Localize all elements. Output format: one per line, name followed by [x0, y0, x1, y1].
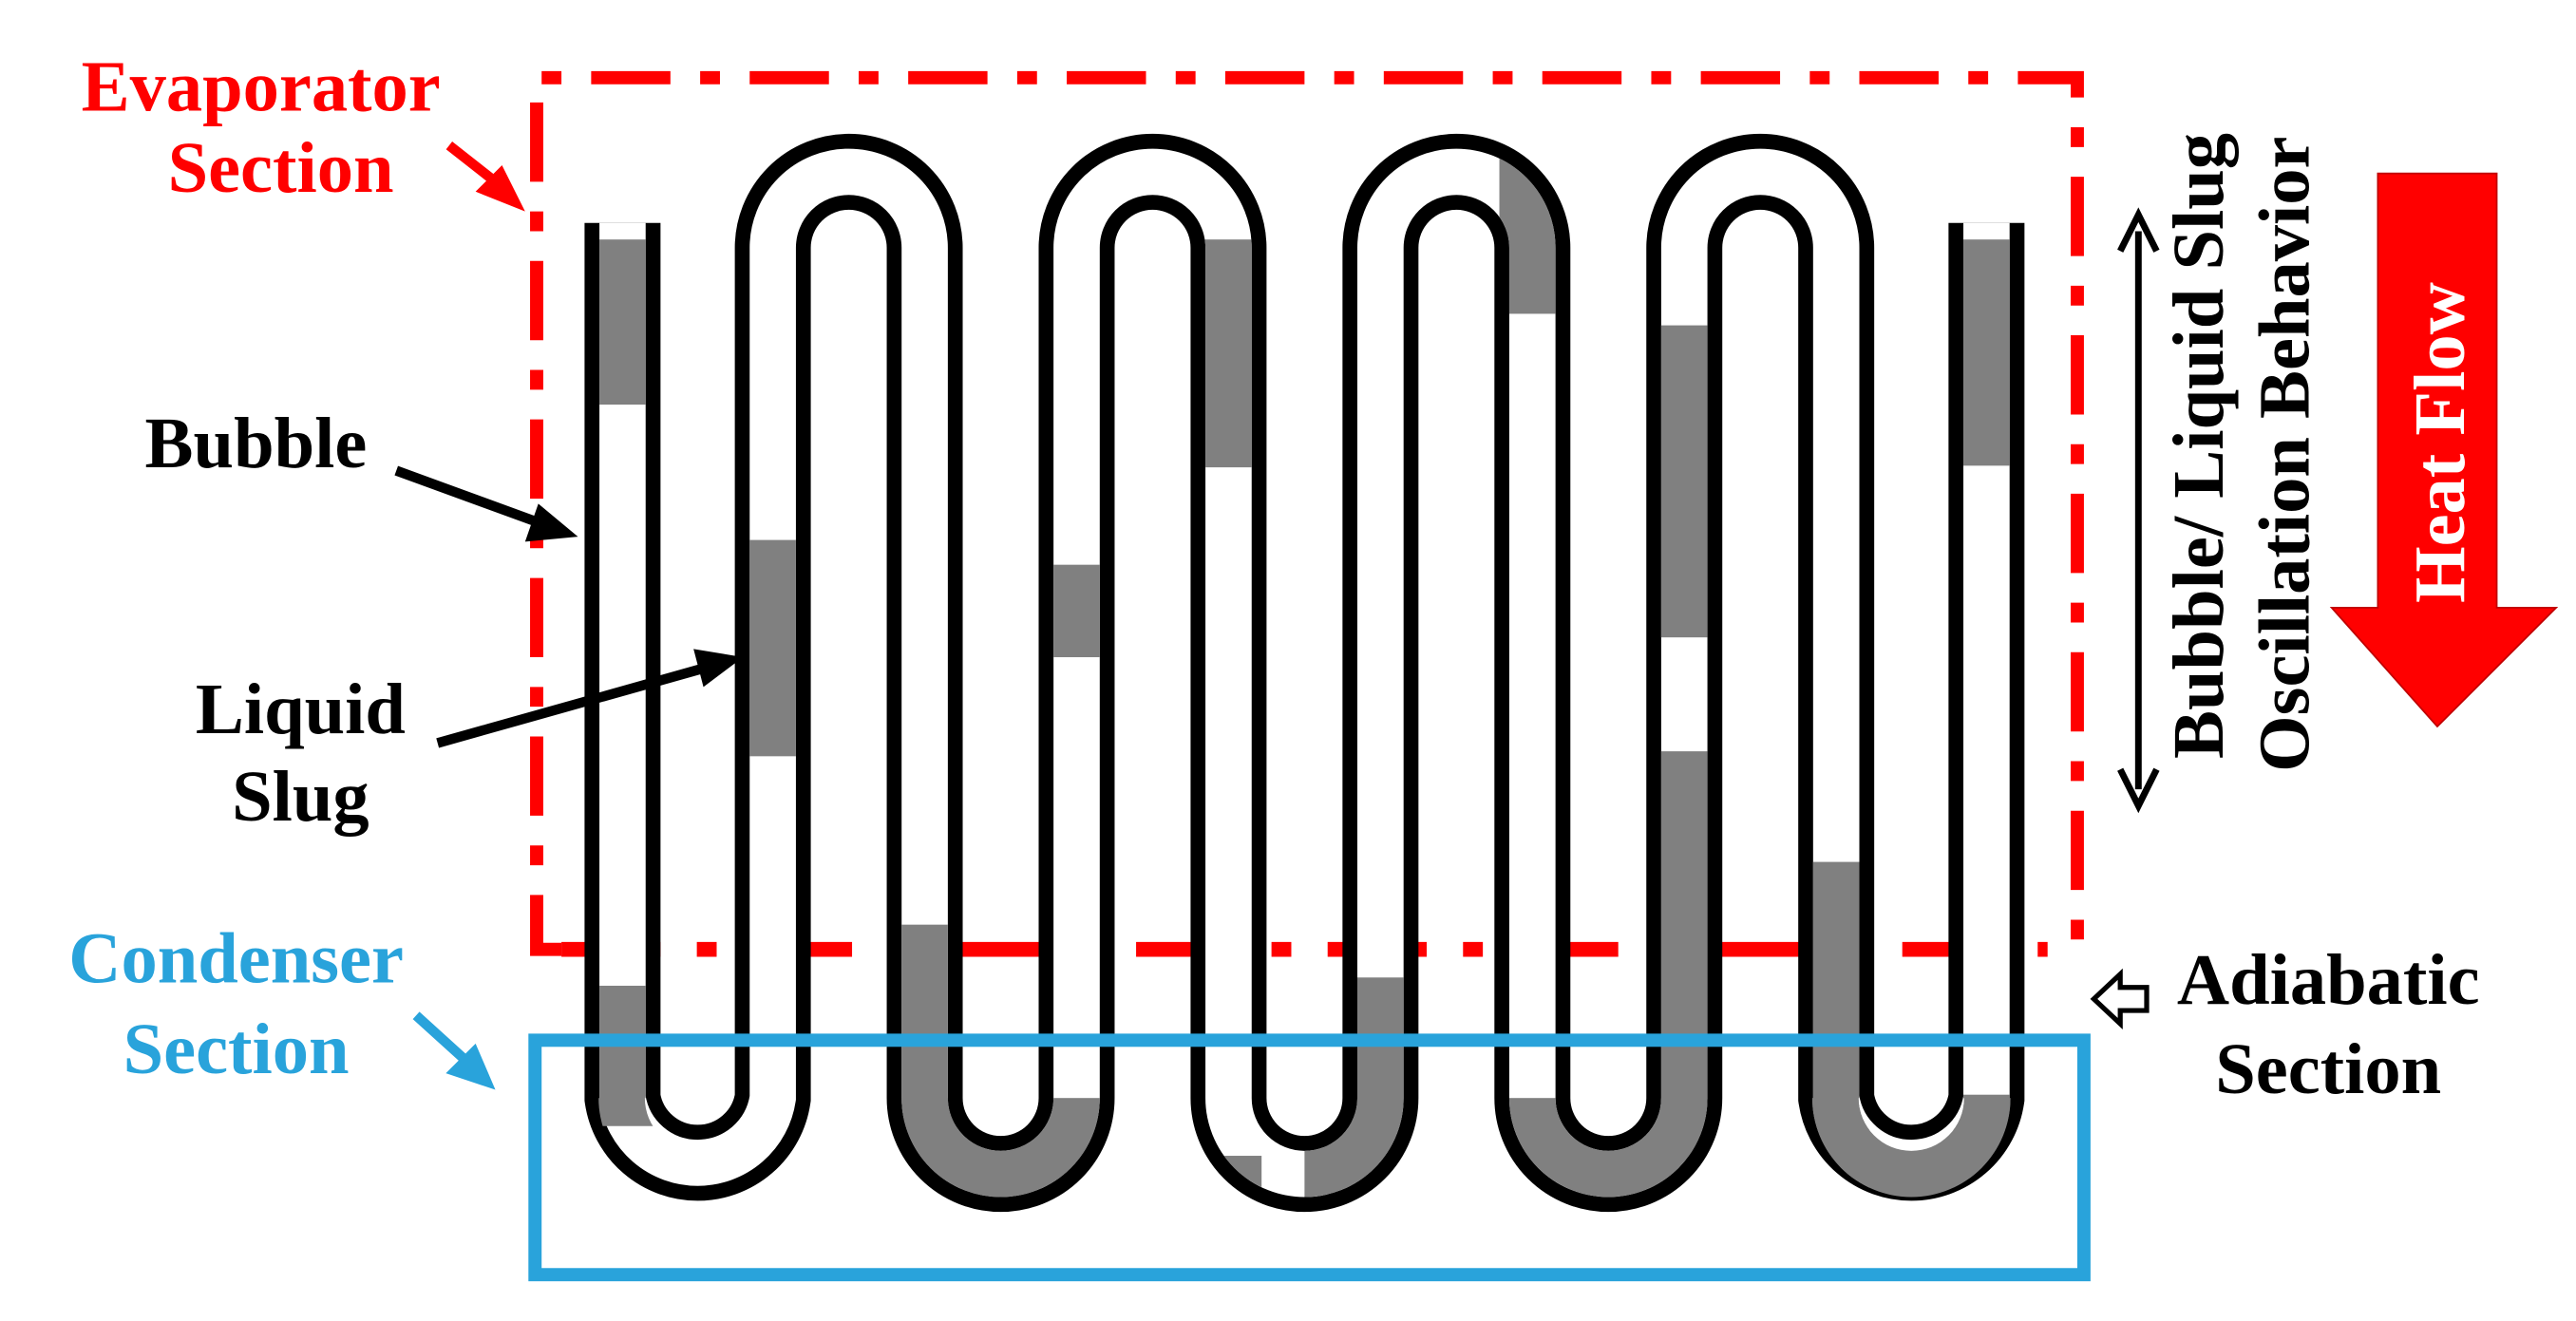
evaporator-label-line1: Evaporator: [82, 47, 441, 127]
condenser-label-line2: Section: [123, 1009, 350, 1089]
liquid-slug: [1195, 239, 1262, 468]
condenser-pointer-arrow: [412, 1011, 496, 1090]
oscillation-label-line1: Bubble/ Liquid Slug: [2158, 133, 2239, 759]
liquid-slug: [1043, 564, 1110, 658]
oscillation-label-line2: Oscillation Behavior: [2244, 137, 2324, 772]
bubble-label: Bubble: [145, 403, 368, 483]
evaporator-boundary: [530, 70, 2084, 956]
tube: [584, 133, 2025, 1213]
adiabatic-pointer-arrow: [2090, 968, 2150, 1029]
liquid-slug-label-line1: Liquid: [196, 669, 406, 749]
condenser-boundary: [528, 1033, 2091, 1282]
oscillation-double-arrow: [2117, 207, 2160, 814]
evaporator-label-line2: Section: [168, 127, 394, 208]
condenser-label-line1: Condenser: [68, 918, 404, 999]
liquid-slug: [1953, 239, 2011, 466]
liquid-slug: [1651, 325, 1717, 638]
evaporator-pointer-arrow: [445, 141, 525, 212]
heat-flow-label: Heat Flow: [2399, 282, 2480, 603]
liquid-slug-label-line2: Slug: [232, 756, 369, 837]
liquid-slug-pointer-arrow: [436, 649, 744, 748]
bubble-pointer-arrow: [394, 465, 578, 542]
adiabatic-label-line2: Section: [2215, 1028, 2441, 1109]
liquid-slug: [1803, 861, 1869, 1198]
adiabatic-label-line1: Adiabatic: [2177, 939, 2480, 1020]
heat-flow-arrow: [2329, 172, 2559, 728]
liquid-slug: [598, 239, 656, 406]
liquid-slug: [739, 539, 806, 757]
